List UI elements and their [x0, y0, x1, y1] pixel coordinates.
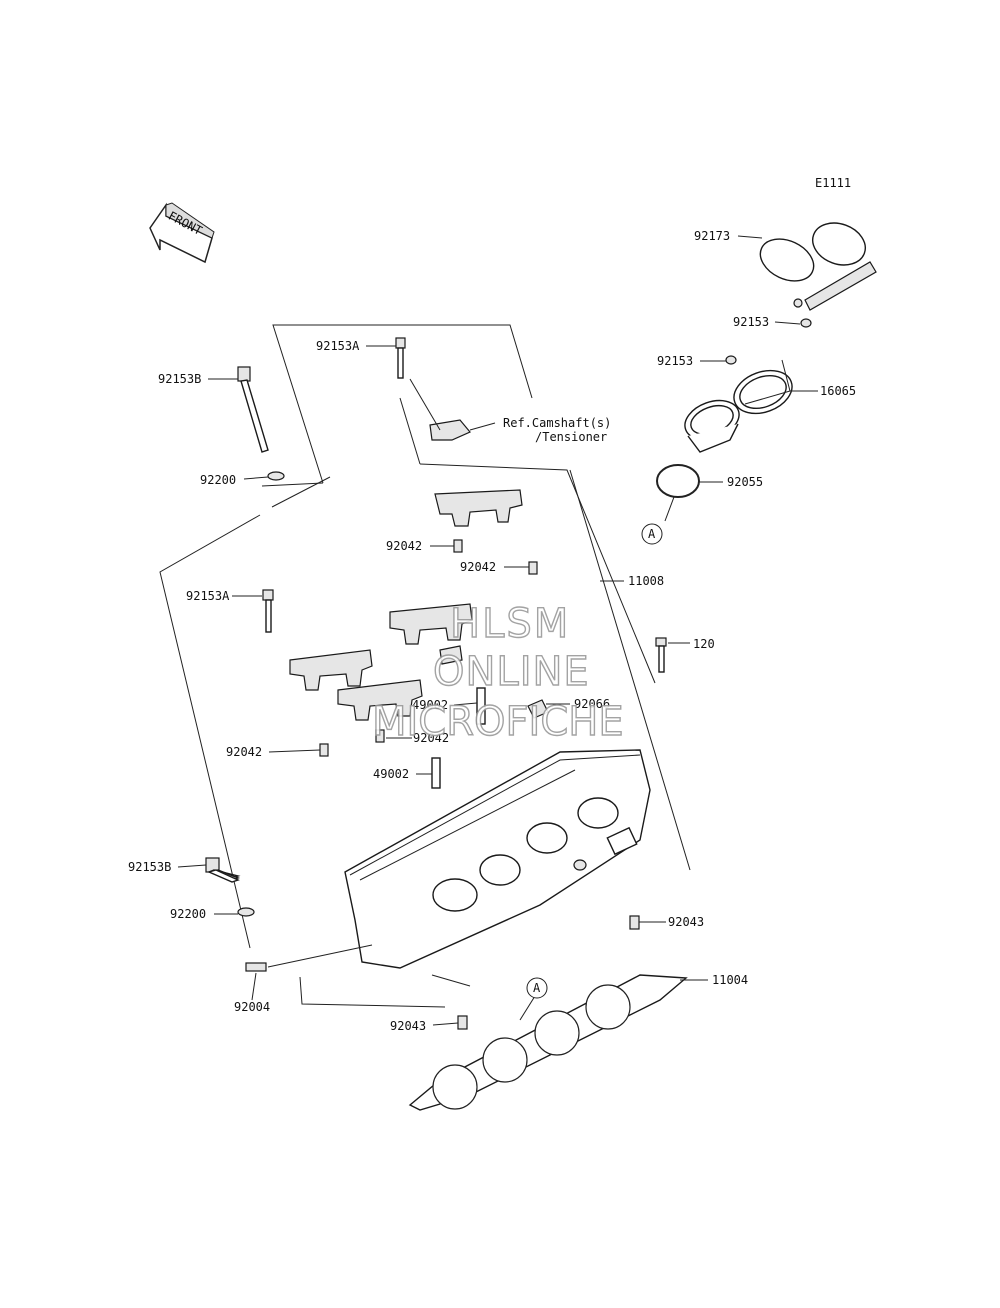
- ref-note-line2: /Tensioner: [535, 430, 607, 444]
- watermark-line-2: ONLINE: [433, 649, 590, 695]
- cylinder-head-11008: [344, 749, 651, 969]
- part-label[interactable]: 49002: [412, 698, 448, 712]
- bolt-92153A-mid: [262, 589, 274, 633]
- watermark-line-1: HLSM: [450, 601, 570, 647]
- part-label[interactable]: 92153A: [316, 339, 360, 353]
- watermark-line-3: MICROFICHE: [372, 699, 624, 745]
- part-label[interactable]: 92153B: [158, 372, 201, 386]
- bolt-120: [655, 637, 667, 673]
- screw-92153-top: [800, 318, 812, 328]
- part-label[interactable]: 92173: [694, 229, 730, 243]
- dowel-92042-c: [319, 743, 329, 757]
- reference-frame-lines: [159, 324, 691, 1008]
- part-label[interactable]: 92200: [200, 473, 236, 487]
- dowel-92042-b: [528, 561, 538, 575]
- part-label[interactable]: 92043: [668, 915, 704, 929]
- part-label[interactable]: 92042: [460, 560, 496, 574]
- part-label[interactable]: 16065: [820, 384, 856, 398]
- part-labels: 92173 92153 92153 16065 92055 92153A 921…: [128, 229, 856, 1033]
- dowel-92043-a: [629, 915, 640, 930]
- washer-92200-low: [237, 907, 255, 917]
- callout-a-upper: A: [641, 523, 663, 545]
- dowel-92042-d: [375, 729, 385, 743]
- stud-49002-a: [476, 687, 486, 725]
- camshaft-caps-upper: [434, 489, 523, 527]
- part-label[interactable]: 92153B: [128, 860, 171, 874]
- stud-92004: [245, 962, 267, 972]
- front-arrow-icon: FRONT: [149, 202, 215, 264]
- clamp-92173: [759, 222, 877, 311]
- camshaft-cap-top: [429, 419, 471, 441]
- dowel-92043-b: [457, 1015, 468, 1030]
- bolt-92153B-low-shank: [206, 869, 240, 883]
- part-label[interactable]: 92004: [234, 1000, 270, 1014]
- part-label[interactable]: 49002: [373, 767, 409, 781]
- part-label[interactable]: 92042: [413, 731, 449, 745]
- ref-note-line1: Ref.Camshaft(s): [503, 416, 611, 430]
- washer-92200-top: [267, 471, 285, 481]
- part-label[interactable]: 92055: [727, 475, 763, 489]
- leader-lines: [177, 235, 818, 1026]
- part-label[interactable]: 92043: [390, 1019, 426, 1033]
- part-label[interactable]: 92042: [386, 539, 422, 553]
- callout-a-lower-label: A: [533, 981, 541, 995]
- watermark: HLSM ONLINE MICROFICHE: [371, 600, 624, 745]
- callout-a-upper-label: A: [648, 527, 656, 541]
- part-label[interactable]: 92153: [733, 315, 769, 329]
- dowel-92042-a: [453, 539, 463, 553]
- diagram-code: E1111: [815, 176, 851, 190]
- callout-a-lower: A: [526, 977, 548, 999]
- bolt-92153B-top: [237, 366, 269, 453]
- plug-92066: [527, 699, 549, 719]
- part-label[interactable]: 92200: [170, 907, 206, 921]
- bolt-92153A-top: [395, 337, 406, 379]
- screw-92153-mid: [725, 355, 737, 365]
- part-label[interactable]: 92153A: [186, 589, 230, 603]
- part-label[interactable]: 92153: [657, 354, 693, 368]
- oring-92055: [656, 464, 700, 498]
- gasket-11004: [408, 974, 688, 1111]
- part-label[interactable]: 11008: [628, 574, 664, 588]
- stud-49002-b: [431, 757, 441, 789]
- camshaft-caps-lower: [289, 603, 473, 721]
- part-label[interactable]: 11004: [712, 973, 748, 987]
- part-label[interactable]: 120: [693, 637, 715, 651]
- part-label[interactable]: 92042: [226, 745, 262, 759]
- holder-16065: [684, 369, 793, 453]
- part-label[interactable]: 92066: [574, 697, 610, 711]
